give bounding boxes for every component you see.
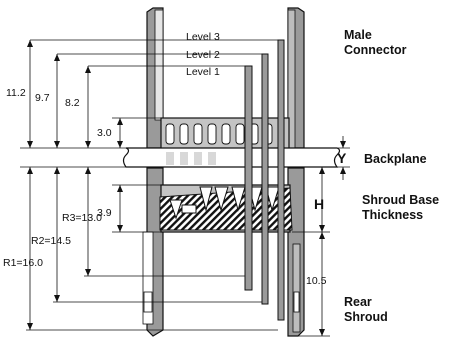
shroud-base-label-line1: Shroud Base [362,193,439,207]
dim-10-5: 10.5 [306,275,327,287]
right-dimension-arrows [319,141,346,336]
dim-r1: R1=16.0 [3,257,43,269]
contact-pins [244,39,285,321]
level-3-label: Level 3 [186,31,220,43]
dim-8-2: 8.2 [65,97,80,109]
backplane-label: Backplane [364,152,427,166]
level-indicators [30,39,278,67]
male-connector-label-line2: Connector [344,43,407,57]
dim-h: H [314,196,324,212]
dimension-lines [20,40,278,331]
rear-shroud-label-line2: Shroud [344,310,388,324]
dim-r3: R3=13.0 [62,212,102,224]
male-connector-label-line1: Male [344,28,372,42]
shroud-base [159,184,293,233]
dim-3-9: 3.9 [97,207,112,219]
male-connector-housing [160,117,290,150]
level-2-label: Level 2 [186,49,220,61]
rear-shroud-label-line1: Rear [344,295,372,309]
dim-y: Y [337,150,347,166]
dim-9-7: 9.7 [35,92,50,104]
dim-r2: R2=14.5 [31,235,71,247]
dim-3-0: 3.0 [97,127,112,139]
backplane-board [122,147,341,168]
shroud-base-label-line2: Thickness [362,208,423,222]
dimension-arrows [27,40,123,330]
level-1-label: Level 1 [186,66,220,78]
dim-11-2: 11.2 [6,87,26,99]
